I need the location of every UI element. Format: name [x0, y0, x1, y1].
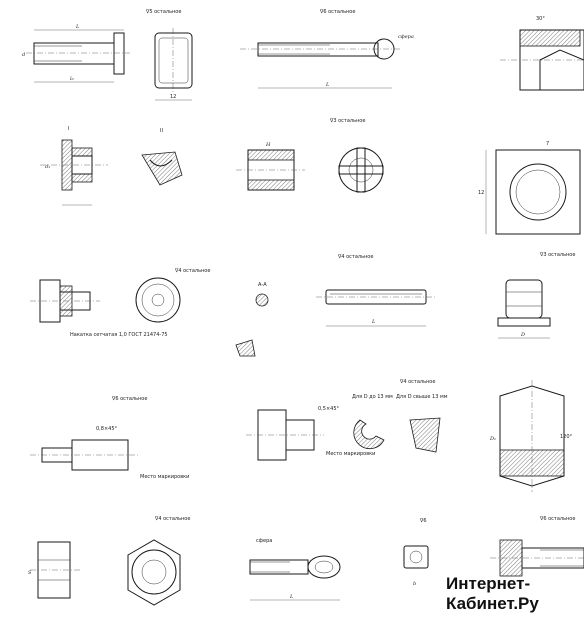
dim-d: d [22, 52, 25, 58]
place-mark-note: Место маркировки [140, 474, 189, 480]
part-knob-endview: ∇4 остальное [135, 268, 210, 323]
part-small-square-nut: ∇6 b [403, 518, 429, 587]
part-headed-bushing: 0,5×45° Место маркировки [246, 406, 375, 461]
dim-D: D [520, 332, 525, 338]
part-hex-nut-top: 30° [500, 16, 584, 91]
dim-S: S [28, 570, 32, 576]
part-hex-nut-row4: 120° D₁ [489, 380, 573, 492]
dim-H: H [265, 142, 271, 148]
part-grooved-nut: ∇3 остальное D [497, 252, 575, 339]
part-t-bolt: ∇5 остальное l₀ L d [22, 9, 181, 83]
knurl-note: Накатка сетчатая 1,0 ГОСТ 21474-75 [70, 332, 168, 338]
part-slotted-nut-endview [338, 147, 384, 193]
roughness-note: ∇4 остальное [154, 516, 190, 522]
place-mark-note: Место маркировки [326, 451, 375, 457]
part-hex-nut-side: S [28, 541, 80, 599]
dim-L: L [75, 24, 80, 30]
roughness-note: ∇6 [419, 518, 427, 524]
sphere-label: сфера [398, 33, 414, 40]
dim-L: L [289, 594, 294, 600]
angle-30: 30° [536, 16, 545, 22]
chamfer-note: 0,5×45° [318, 406, 340, 412]
roughness-note: ∇4 остальное [174, 268, 210, 274]
roughness-note: ∇4 остальное [337, 254, 373, 260]
part-ball-pin: ∇6 остальное L сфера [240, 9, 414, 89]
part-flanged-bushing: I d₁ [40, 126, 108, 206]
roughness-note: ∇4 остальное [399, 379, 435, 385]
part-t-bolt-endview: 12 [154, 28, 193, 101]
angle-120: 120° [560, 434, 573, 440]
part-detail-ii: II [141, 128, 183, 186]
part-square-nut: 12 7 [478, 141, 581, 235]
roughness-note: ∇6 остальное [539, 516, 575, 522]
part-knurled-knob: Накатка сетчатая 1,0 ГОСТ 21474-75 [30, 279, 168, 338]
size-note-small: Для D до 13 мм [352, 394, 393, 400]
roughness-note: ∇3 остальное [329, 118, 365, 124]
part-hex-bolt: ∇6 остальное [490, 516, 584, 577]
part-ring-detail: ∇4 остальное Для D до 13 мм Для D свыше … [352, 379, 448, 453]
part-grooved-pin: ∇4 остальное L [316, 254, 436, 327]
watermark-line-2: Кабинет.Ру [446, 594, 539, 613]
roughness-note: ∇3 остальное [539, 252, 575, 258]
watermark-line-1: Интернет- [446, 574, 531, 593]
watermark-logo: Интернет- Кабинет.Ру [446, 574, 584, 614]
dim-12: 12 [478, 190, 484, 196]
dim-12: 12 [170, 94, 176, 100]
sphere-label: сфера [256, 538, 272, 544]
part-slotted-nut: ∇3 остальное H [236, 118, 365, 191]
dim-L: L [371, 319, 376, 325]
part-section-aa: А-А [235, 282, 269, 357]
dim-L: L [325, 82, 330, 88]
part-stepped-pin: ∇6 остальное 0,8×45° Место маркировки [30, 396, 189, 480]
dim-d1: d₁ [45, 164, 50, 170]
dim-b: b [413, 581, 416, 587]
part-eye-bolt: сфера L [249, 538, 341, 601]
dim-D1: D₁ [489, 436, 496, 442]
part-hex-nut-front: ∇4 остальное [127, 516, 190, 606]
view-label: I [68, 126, 69, 132]
dim-7: 7 [546, 141, 549, 147]
chamfer-note: 0,8×45° [96, 426, 118, 432]
roughness-note: ∇5 остальное [145, 9, 181, 15]
roughness-note: ∇6 остальное [111, 396, 147, 402]
view-label: II [160, 128, 163, 134]
dim-l0: l₀ [70, 76, 74, 82]
roughness-note: ∇6 остальное [319, 9, 355, 15]
size-note-large: Для D свыше 13 мм [396, 394, 448, 400]
section-label: А-А [258, 282, 267, 288]
